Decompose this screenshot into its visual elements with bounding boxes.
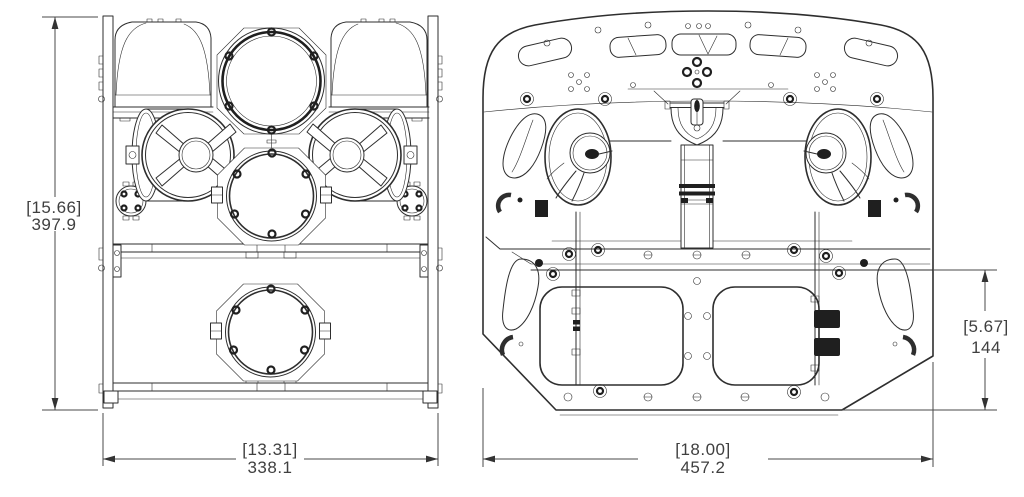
payload-cutout-right	[712, 286, 820, 386]
arrowhead-up-icon	[51, 17, 59, 29]
dome-link-clip	[266, 139, 277, 144]
battery-enclosure	[209, 282, 332, 383]
top-width-dimension: [18.00] 457.2	[482, 362, 934, 477]
camera-dome	[216, 27, 327, 135]
arrowhead-left-icon	[483, 455, 495, 463]
arrowhead-left-icon	[103, 455, 115, 463]
lower-plate-holes	[535, 242, 868, 402]
center-column	[679, 144, 715, 249]
buoyancy-block-right	[328, 18, 430, 122]
top-view	[482, 10, 934, 416]
upper-cross-bar	[112, 243, 429, 278]
enclosure-edge-left	[571, 211, 581, 386]
top-depth-mm-label: 144	[971, 338, 1001, 357]
deck-step-edges	[485, 236, 934, 271]
arrowhead-up-icon	[981, 270, 989, 282]
top-width-mm-label: 457.2	[680, 458, 725, 477]
connector-penetrator-2	[814, 338, 840, 356]
dome-top-assembly	[653, 90, 741, 146]
top-depth-inches-label: [5.67]	[963, 317, 1009, 336]
lower-cross-bar	[103, 376, 438, 404]
front-view	[98, 15, 443, 409]
front-width-inches-label: [13.31]	[242, 440, 298, 459]
top-depth-dimension: [5.67] 144	[842, 269, 1009, 411]
arrowhead-right-icon	[921, 455, 933, 463]
frame-rail-right	[427, 15, 443, 409]
top-slot-cutouts	[517, 33, 899, 67]
front-width-dimension: [13.31] 338.1	[102, 413, 439, 477]
front-height-inches-label: [15.66]	[26, 198, 82, 217]
arrowhead-down-icon	[51, 398, 59, 410]
payload-cutout-left	[539, 286, 684, 386]
teardrop-cutouts	[495, 113, 921, 356]
arrowhead-right-icon	[426, 455, 438, 463]
connector-penetrator-1	[814, 310, 840, 328]
frame-rail-left	[98, 15, 114, 409]
enclosure-edge-right	[810, 211, 840, 386]
front-width-mm-label: 338.1	[247, 458, 292, 477]
front-height-dimension: [15.66] 397.9	[26, 16, 98, 411]
top-width-inches-label: [18.00]	[675, 440, 731, 459]
top-plate-holes	[519, 21, 885, 107]
front-height-mm-label: 397.9	[31, 215, 76, 234]
buoyancy-block-left	[112, 18, 214, 122]
arrowhead-down-icon	[981, 398, 989, 410]
